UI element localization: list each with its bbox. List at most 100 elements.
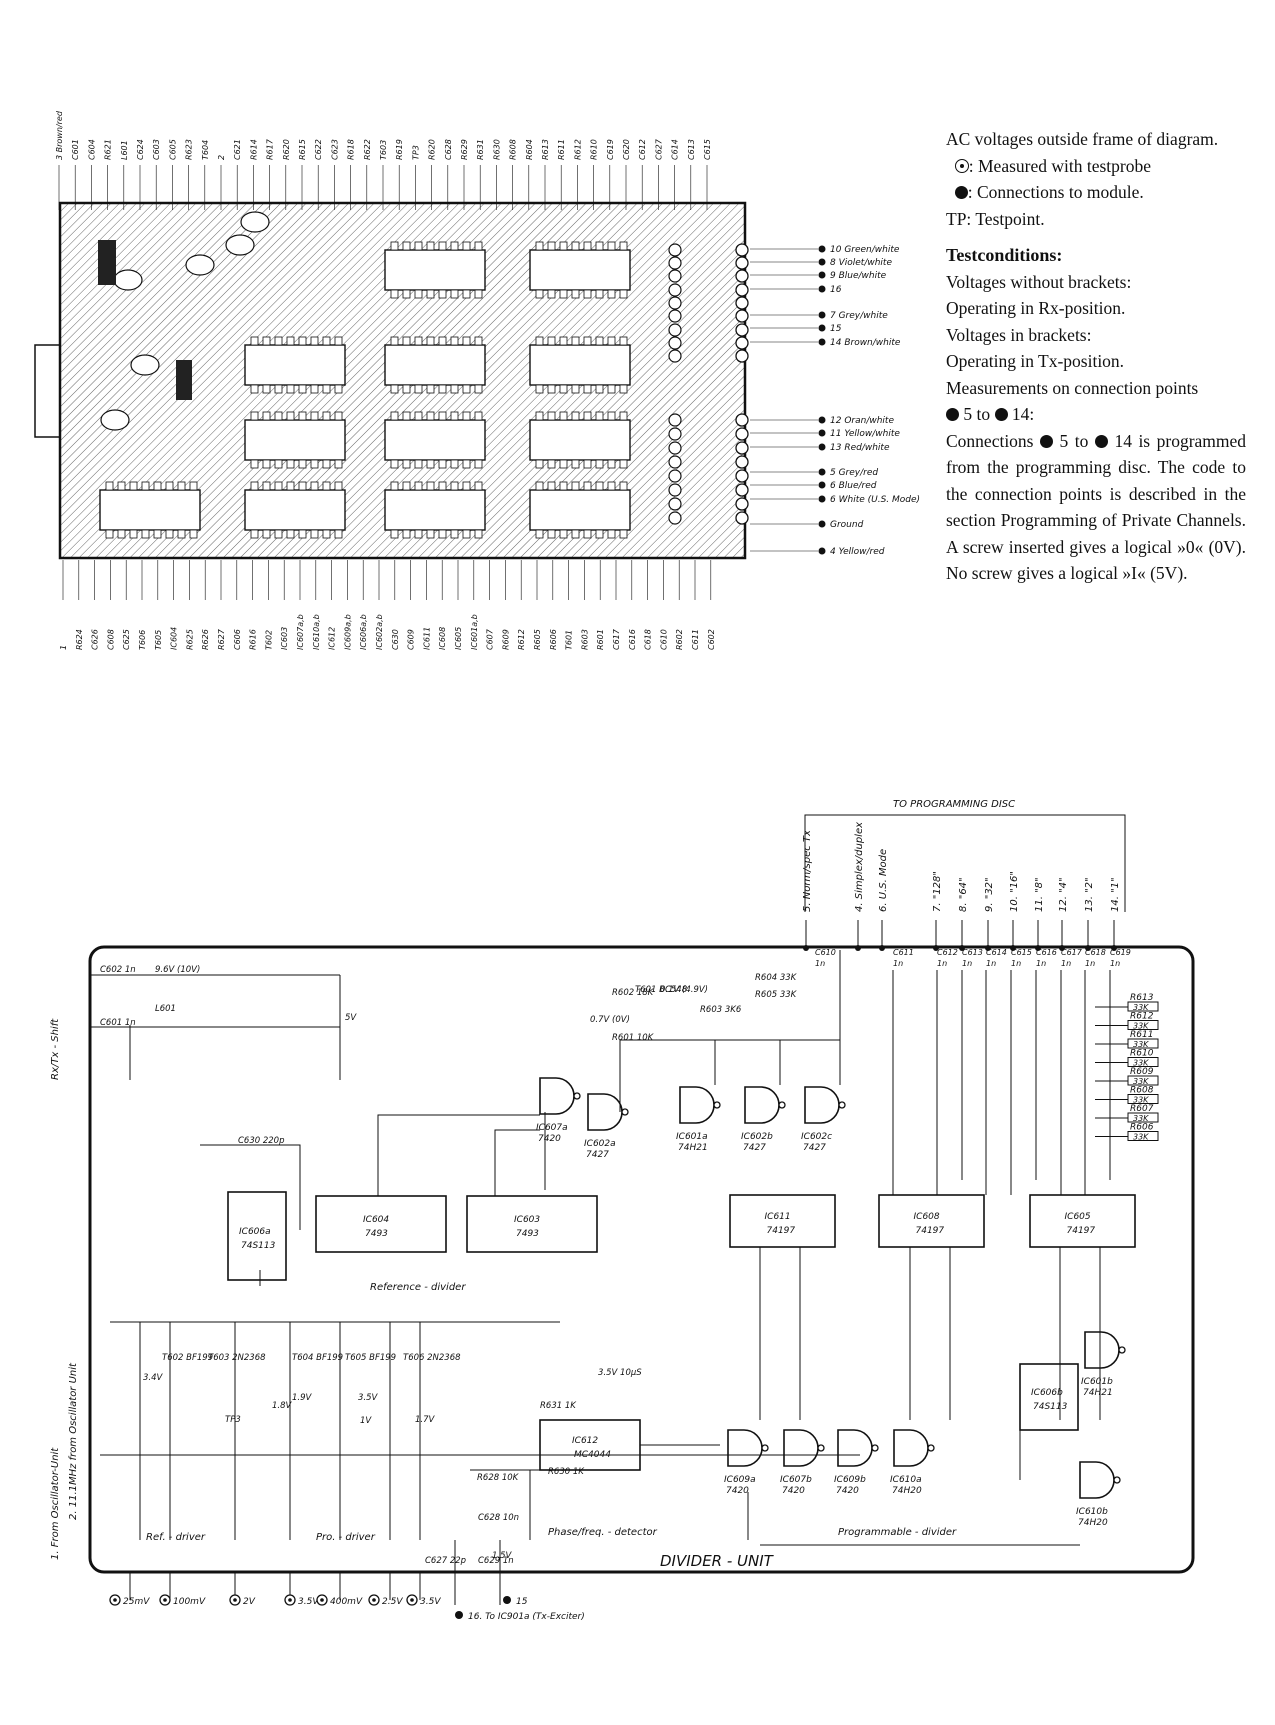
- pcb-via: [668, 455, 682, 469]
- connection-dot-icon: [933, 945, 939, 951]
- ic-pin: [535, 384, 544, 394]
- ic-body: [244, 419, 346, 461]
- connection-dot-icon: [503, 1596, 511, 1604]
- pcb-top-label: R613: [541, 139, 550, 160]
- ic-pin: [474, 241, 483, 251]
- pcb-ic-footprint: [529, 481, 631, 539]
- ic-pin: [165, 481, 174, 491]
- pcb-top-label: L601: [120, 140, 129, 160]
- ic-pin: [322, 336, 331, 346]
- gate-name: IC601b: [1081, 1377, 1113, 1387]
- gate-name: IC602b: [741, 1132, 773, 1142]
- pcb-pad: [735, 296, 749, 310]
- capacitor-name: C611: [893, 948, 914, 957]
- ic-type: 7493: [365, 1229, 388, 1239]
- ic-pin: [474, 481, 483, 491]
- ic-pin: [474, 289, 483, 299]
- section-label: Phase/freq. - detector: [548, 1527, 658, 1538]
- testconditions-heading: Testconditions:: [946, 245, 1063, 265]
- pcb-top-label: T603: [379, 140, 388, 160]
- pcb-bottom-label: IC608: [438, 627, 447, 650]
- probe-icon: [406, 1594, 418, 1606]
- cond-3: Voltages in brackets:: [946, 324, 1092, 345]
- pcb-pad: [735, 483, 749, 497]
- ic-pin: [438, 289, 447, 299]
- pcb-top-label: R604: [525, 139, 534, 160]
- pcb-bottom-label: R616: [249, 629, 258, 650]
- pcb-bottom-label: IC607a,b: [296, 614, 305, 650]
- section-label: Pro. - driver: [316, 1532, 376, 1543]
- ic-pin: [450, 411, 459, 421]
- ic-pin: [559, 289, 568, 299]
- pcb-top-label: R619: [395, 139, 404, 160]
- ic-pin: [426, 529, 435, 539]
- ic-pin: [619, 481, 628, 491]
- gate-bubble: [713, 1101, 721, 1109]
- pcb-bottom-label: C602: [707, 629, 716, 650]
- ic-pin: [286, 529, 295, 539]
- programming-paragraph: Connections 5 to 14 is programmed from t…: [946, 428, 1246, 587]
- ic-pin: [474, 384, 483, 394]
- ic-pin: [414, 289, 423, 299]
- ic-body: [529, 344, 631, 386]
- pcb-bottom-label: C608: [106, 629, 115, 650]
- ic-body: [244, 344, 346, 386]
- pcb-via: [668, 441, 682, 455]
- pcb-pad: [735, 243, 749, 257]
- probe-value: 100mV: [173, 1597, 206, 1607]
- ic-pin: [619, 529, 628, 539]
- ic-pin: [583, 241, 592, 251]
- ic-pin: [250, 529, 259, 539]
- ic-pin: [571, 241, 580, 251]
- ic-pin: [571, 529, 580, 539]
- ic-body: [244, 489, 346, 531]
- ic-pin: [310, 336, 319, 346]
- ic-pin: [450, 336, 459, 346]
- ic-pin: [189, 481, 198, 491]
- resistor-body: [1127, 1075, 1159, 1086]
- resistor-value: 33K: [1133, 1096, 1149, 1105]
- ic-body: [384, 249, 486, 291]
- ic-pin: [559, 384, 568, 394]
- cond-4: Operating in Tx-position.: [946, 351, 1125, 371]
- pcb-right-label: 6 White (U.S. Mode): [830, 495, 920, 505]
- ic-pin: [129, 529, 138, 539]
- pcb-transistor: [185, 254, 215, 276]
- legend-line1: AC voltages outside frame of diagram.: [946, 129, 1219, 149]
- component-label: R604 33K: [755, 973, 798, 983]
- capacitor-value: 1n: [815, 959, 825, 968]
- pcb-bottom-label: C610: [659, 629, 668, 650]
- nand-gate-body: [837, 1429, 873, 1467]
- nand-gate-body: [783, 1429, 819, 1467]
- resistor-value: 33K: [1133, 1114, 1149, 1123]
- ic-pin: [462, 289, 471, 299]
- pcb-via: [668, 427, 682, 441]
- probe-value: 25mV: [123, 1597, 150, 1607]
- pcb-via: [668, 243, 682, 257]
- ic-name: IC608: [914, 1212, 940, 1222]
- divider-unit-title: DIVIDER - UNIT: [660, 1552, 775, 1570]
- resistor-value: 33K: [1133, 1133, 1149, 1142]
- ic-pin: [322, 529, 331, 539]
- disc-pin-label: 7. "128": [932, 871, 943, 912]
- ic-pin: [426, 411, 435, 421]
- ic-pin: [414, 459, 423, 469]
- connection-dot-icon: [959, 945, 965, 951]
- connection-dot-icon: [1085, 945, 1091, 951]
- component-label: C601 1n: [100, 1018, 136, 1028]
- pcb-right-label: 5 Grey/red: [830, 468, 878, 478]
- disc-pin-label: 8. "64": [958, 877, 969, 912]
- probe-dot: [320, 1598, 324, 1602]
- ic-pin: [141, 529, 150, 539]
- ic-pin: [402, 459, 411, 469]
- pcb-pad: [735, 349, 749, 363]
- resistor-name: R610: [1130, 1049, 1154, 1059]
- ic-pin: [286, 384, 295, 394]
